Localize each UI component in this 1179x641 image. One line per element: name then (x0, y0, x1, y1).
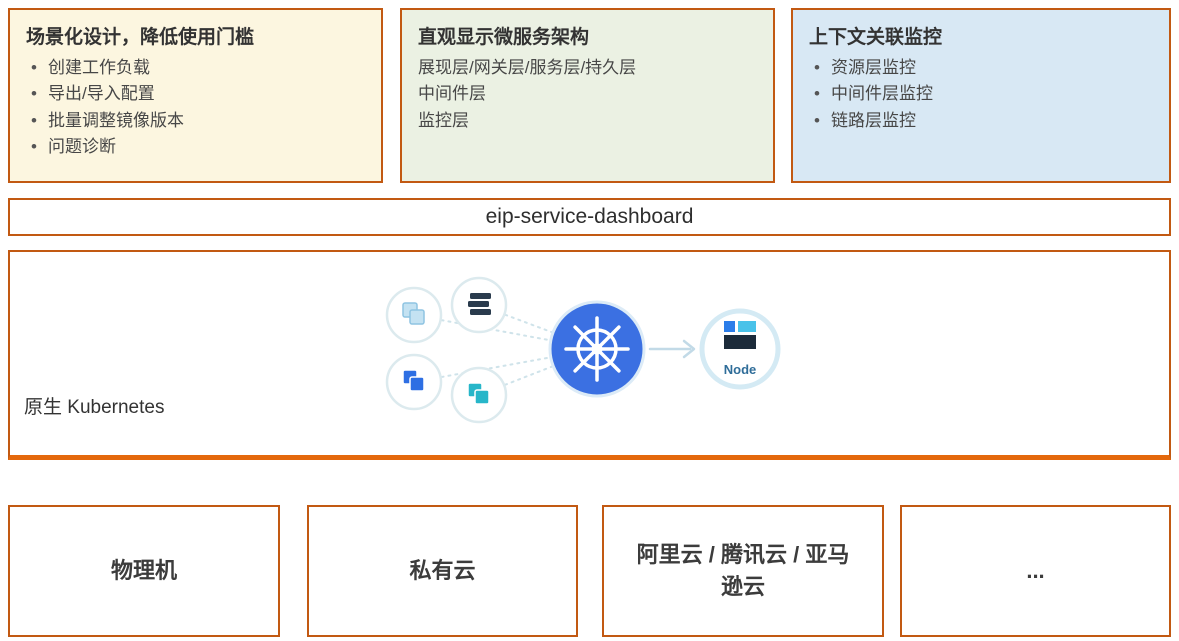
infra-label: ... (1026, 558, 1045, 584)
feature-item: 链路层监控 (809, 108, 1153, 135)
node-label: Node (724, 362, 757, 377)
workload-icon-blue-stack (385, 353, 443, 411)
node-icon: Node (699, 308, 781, 390)
feature-title-microservice-architecture: 直观显示微服务架构 (418, 27, 590, 48)
feature-title-context-monitoring: 上下文关联监控 (809, 27, 943, 48)
infra-box-others: ... (900, 505, 1171, 637)
dashboard-bar: eip-service-dashboard (8, 198, 1171, 236)
workload-icon-teal-stack (450, 366, 508, 424)
feature-list-microservice-architecture: 展现层/网关层/服务层/持久层 中间件层 监控层 (418, 55, 757, 134)
infra-box-public-clouds: 阿里云 / 腾讯云 / 亚马逊云 (602, 505, 884, 637)
feature-item: 展现层/网关层/服务层/持久层 (418, 58, 637, 77)
feature-box-microservice-architecture: 直观显示微服务架构 展现层/网关层/服务层/持久层 中间件层 监控层 (400, 8, 775, 183)
kubernetes-box: 原生 Kubernetes (8, 250, 1171, 460)
infra-label: 阿里云 / 腾讯云 / 亚马逊云 (636, 542, 850, 599)
feature-list-scenario-design: 创建工作负载 导出/导入配置 批量调整镜像版本 问题诊断 (26, 55, 365, 161)
feature-box-context-monitoring: 上下文关联监控 资源层监控 中间件层监控 链路层监控 (791, 8, 1171, 183)
kubernetes-label: 原生 Kubernetes (24, 397, 165, 418)
feature-item: 创建工作负载 (26, 55, 365, 82)
feature-title-scenario-design: 场景化设计，降低使用门槛 (26, 27, 255, 48)
feature-item: 导出/导入配置 (26, 81, 365, 108)
kubernetes-helm-icon (548, 300, 646, 398)
feature-item: 问题诊断 (26, 134, 365, 161)
feature-box-scenario-design: 场景化设计，降低使用门槛 创建工作负载 导出/导入配置 批量调整镜像版本 问题诊… (8, 8, 383, 183)
workload-icon-lightblue (385, 286, 443, 344)
infra-box-physical-machine: 物理机 (8, 505, 280, 637)
infra-label: 物理机 (110, 558, 177, 584)
arrow-icon (648, 339, 696, 359)
feature-item: 监控层 (418, 110, 469, 130)
infra-box-private-cloud: 私有云 (307, 505, 578, 637)
workload-icon-dark-stack (450, 276, 508, 334)
feature-item: 中间件层 (418, 84, 486, 104)
dashboard-label: eip-service-dashboard (485, 205, 694, 228)
infra-label: 私有云 (409, 558, 476, 584)
feature-item: 中间件层监控 (809, 81, 1153, 108)
feature-list-context-monitoring: 资源层监控 中间件层监控 链路层监控 (809, 55, 1153, 134)
kubernetes-illustration: Node (385, 276, 781, 424)
feature-item: 资源层监控 (809, 55, 1153, 82)
feature-item: 批量调整镜像版本 (26, 108, 365, 135)
